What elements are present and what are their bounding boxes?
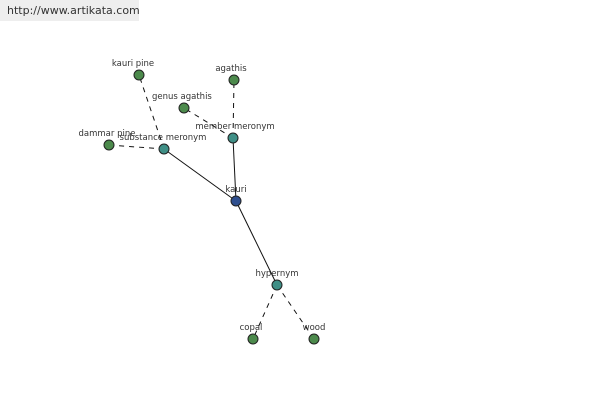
node-agathis[interactable] [228,74,240,86]
node-copal[interactable] [247,333,259,345]
site-banner: http://www.artikata.com [0,0,140,21]
node-substance-meronym[interactable] [158,143,170,155]
edges-layer [108,74,315,340]
node-label-wood[interactable]: wood [303,323,326,333]
node-label-hypernym[interactable]: hypernym [255,269,298,279]
node-label-member-meronym[interactable]: member meronym [195,122,274,132]
node-kauri-pine[interactable] [133,69,145,81]
node-kauri[interactable] [230,195,242,207]
node-label-substance-meronym[interactable]: substance meronym [120,133,207,143]
edge-kauri-to-member-meronym [232,137,237,202]
node-label-kauri-pine[interactable]: kauri pine [112,59,154,69]
node-member-meronym[interactable] [227,132,239,144]
edge-hypernym-to-wood [276,284,315,340]
edge-kauri-to-substance-meronym [163,148,237,202]
node-genus-agathis[interactable] [178,102,190,114]
node-label-agathis[interactable]: agathis [215,64,247,74]
node-label-kauri[interactable]: kauri [225,185,246,195]
node-label-genus-agathis[interactable]: genus agathis [152,92,212,102]
node-label-dammar-pine[interactable]: dammar pine [79,129,136,139]
nodes-layer [103,69,320,345]
edge-substance-meronym-to-dammar-pine [108,144,165,150]
node-dammar-pine[interactable] [103,139,115,151]
node-label-copal[interactable]: copal [240,323,263,333]
node-wood[interactable] [308,333,320,345]
node-hypernym[interactable] [271,279,283,291]
site-url-link[interactable]: http://www.artikata.com [7,4,140,17]
edge-kauri-to-hypernym [235,200,278,286]
edge-substance-meronym-to-kauri-pine [138,74,165,150]
